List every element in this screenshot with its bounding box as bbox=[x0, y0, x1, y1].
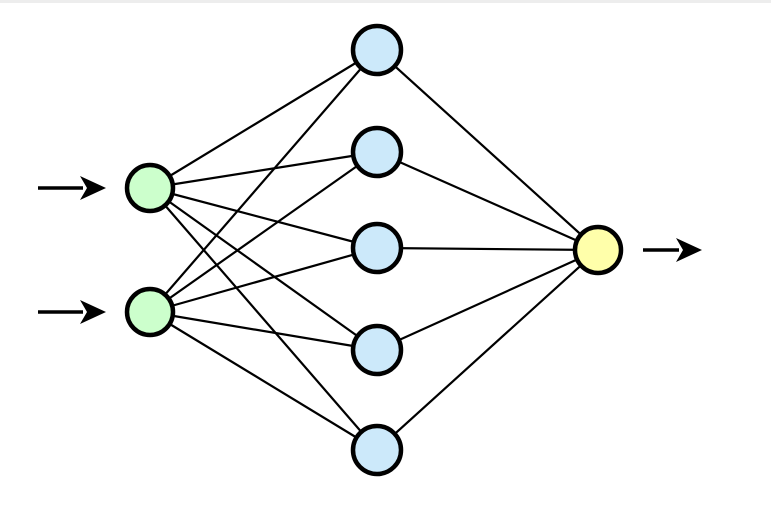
node-circle-h5[interactable] bbox=[350, 423, 404, 477]
node-i2[interactable] bbox=[124, 286, 176, 338]
node-h3[interactable] bbox=[350, 221, 404, 275]
in-arrow-2-head bbox=[80, 300, 106, 324]
edge-i1-h2 bbox=[148, 150, 379, 190]
in-arrow-2-icon bbox=[38, 300, 106, 324]
node-circle-h3[interactable] bbox=[350, 221, 404, 275]
node-circle-h1[interactable] bbox=[350, 23, 404, 77]
edge-i2-h3 bbox=[148, 246, 379, 314]
edge-i1-h5 bbox=[148, 186, 379, 452]
edge-h2-o1 bbox=[375, 150, 600, 252]
edges-group bbox=[148, 48, 600, 452]
edge-h3-o1 bbox=[375, 246, 600, 252]
node-o1[interactable] bbox=[572, 224, 624, 276]
node-circle-h4[interactable] bbox=[350, 323, 404, 377]
in-arrow-1-icon bbox=[38, 176, 106, 200]
edge-i1-h1 bbox=[148, 48, 379, 190]
edge-i2-h1 bbox=[148, 48, 379, 314]
node-h2[interactable] bbox=[350, 125, 404, 179]
out-arrow-1-head bbox=[676, 238, 702, 262]
edge-i2-h2 bbox=[148, 150, 379, 314]
out-arrow-1-icon bbox=[643, 238, 702, 262]
edge-i2-h4 bbox=[148, 310, 379, 352]
node-circle-i2[interactable] bbox=[124, 286, 176, 338]
node-h5[interactable] bbox=[350, 423, 404, 477]
node-circle-i1[interactable] bbox=[124, 162, 176, 214]
edge-i1-h4 bbox=[148, 186, 379, 352]
node-circle-o1[interactable] bbox=[572, 224, 624, 276]
top-edge-strip bbox=[0, 0, 771, 3]
node-h1[interactable] bbox=[350, 23, 404, 77]
edge-h1-o1 bbox=[375, 48, 600, 252]
edge-i2-h5 bbox=[148, 310, 379, 452]
edge-h5-o1 bbox=[375, 248, 600, 452]
nodes-group bbox=[124, 23, 624, 477]
in-arrow-1-head bbox=[80, 176, 106, 200]
edge-i1-h3 bbox=[148, 186, 379, 250]
node-h4[interactable] bbox=[350, 323, 404, 377]
node-i1[interactable] bbox=[124, 162, 176, 214]
node-circle-h2[interactable] bbox=[350, 125, 404, 179]
edge-h4-o1 bbox=[375, 248, 600, 352]
io-arrows-group bbox=[38, 176, 702, 324]
